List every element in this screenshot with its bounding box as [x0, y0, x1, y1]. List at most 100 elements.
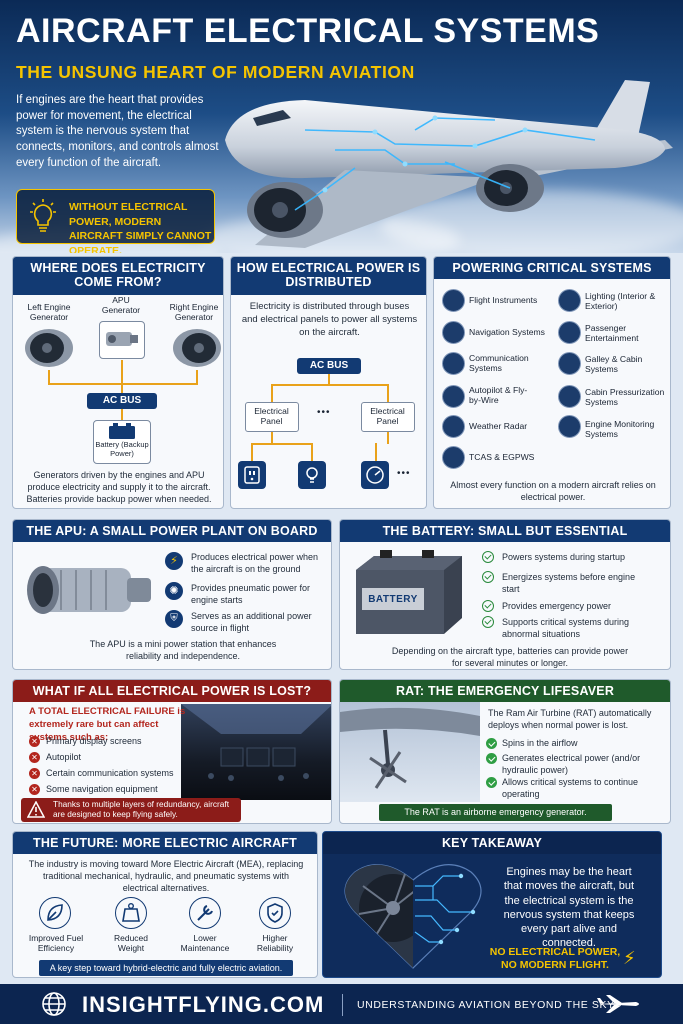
apu-point-1: Produces electrical power when the aircr… — [191, 552, 319, 575]
output-dots: ••• — [397, 468, 411, 479]
takeaway-body: Engines may be the heart that moves the … — [503, 866, 635, 950]
battery-caption: Depending on the aircraft type, batterie… — [391, 646, 629, 669]
check-icon — [482, 551, 494, 563]
system-communication: Communication Systems — [469, 353, 529, 374]
battery-point-4: Supports critical systems during abnorma… — [502, 617, 630, 640]
takeaway-panel: KEY TAKEAWAY Engines may be the heart th… — [322, 831, 662, 978]
power-loss-panel: WHAT IF ALL ELECTRICAL POWER IS LOST? A … — [12, 679, 332, 824]
x-icon: ✕ — [29, 736, 40, 747]
system-entertainment: Passenger Entertainment — [585, 323, 639, 344]
battery-illustration — [356, 550, 462, 634]
rat-panel: RAT: THE EMERGENCY LIFESAVER The Ram Air… — [339, 679, 671, 824]
battery-title: THE BATTERY: SMALL BUT ESSENTIAL — [340, 520, 670, 542]
battery-point-2: Energizes systems before engine start — [502, 572, 636, 595]
panel-dots: ••• — [317, 407, 331, 418]
where-electricity-panel: WHERE DOES ELECTRICITY COME FROM? Left E… — [12, 256, 224, 509]
brand-link[interactable]: INSIGHTFLYING.COM — [82, 992, 325, 1017]
rat-point-3: Allows critical systems to continue oper… — [502, 777, 639, 800]
lost-item-4: Some navigation equipment — [46, 784, 158, 794]
callout-box: WITHOUT ELECTRICAL POWER, MODERN AIRCRAF… — [16, 189, 215, 253]
left-engine-icon — [25, 329, 73, 367]
warning-icon — [27, 801, 45, 818]
cockpit-illustration — [181, 704, 331, 800]
distribution-body: Electricity is distributed through buses… — [241, 301, 418, 338]
battery-panel: THE BATTERY: SMALL BUT ESSENTIAL BATTERY… — [339, 519, 671, 670]
engine-monitoring-icon — [558, 415, 581, 438]
future-title: THE FUTURE: MORE ELECTRIC AIRCRAFT — [13, 832, 317, 854]
flight-instruments-icon — [442, 289, 465, 312]
apu-turbine-illustration — [27, 566, 151, 614]
pressurization-icon — [558, 385, 581, 408]
electrical-panel-left: Electrical Panel — [245, 402, 299, 432]
leaf-icon — [39, 897, 71, 929]
system-lighting: Lighting (Interior & Exterior) — [585, 291, 656, 312]
power-loss-lead-red: A TOTAL ELECTRICAL FAILURE — [29, 706, 175, 717]
where-caption: Generators driven by the engines and APU… — [26, 470, 212, 505]
x-icon: ✕ — [29, 768, 40, 779]
weather-radar-icon — [442, 415, 465, 438]
check-icon — [482, 616, 494, 628]
apu-label: APU Generator — [101, 295, 141, 315]
battery-point-1: Powers systems during startup — [502, 552, 626, 562]
lightning-icon: ⚡ — [165, 552, 183, 570]
apu-panel: THE APU: A SMALL POWER PLANT ON BOARD ⚡ … — [12, 519, 332, 670]
rat-body: The Ram Air Turbine (RAT) automatically … — [488, 708, 652, 731]
critical-caption: Almost every function on a modern aircra… — [450, 480, 656, 503]
right-engine-icon — [173, 329, 221, 367]
apu-point-3: Serves as an additional power source in … — [191, 611, 312, 634]
benefit-weight: Reduced Weight — [113, 933, 149, 953]
autopilot-icon — [442, 385, 465, 408]
communication-icon — [442, 352, 465, 375]
battery-label: Battery (Backup Power) — [95, 440, 149, 458]
check-icon — [482, 600, 494, 612]
lightbulb-icon — [30, 199, 56, 232]
future-panel: THE FUTURE: MORE ELECTRIC AIRCRAFT The i… — [12, 831, 318, 978]
critical-title: POWERING CRITICAL SYSTEMS — [434, 257, 670, 279]
fan-icon: ✺ — [165, 582, 183, 600]
battery-box-label: BATTERY — [368, 594, 418, 605]
apu-caption: The APU is a mini power station that enh… — [89, 639, 277, 662]
apu-generator-box — [99, 321, 145, 359]
battery-icon — [109, 423, 135, 439]
benefit-maintenance: Lower Maintenance — [180, 933, 230, 953]
distribution-panel: HOW ELECTRICAL POWER IS DISTRIBUTED Elec… — [230, 256, 427, 509]
apu-generator-icon — [106, 332, 138, 346]
takeaway-title: KEY TAKEAWAY — [323, 832, 661, 854]
check-icon — [486, 777, 497, 788]
weight-icon — [115, 897, 147, 929]
system-engine-monitoring: Engine Monitoring Systems — [585, 419, 655, 440]
battery-box: Battery (Backup Power) — [93, 420, 151, 464]
where-title: WHERE DOES ELECTRICITY COME FROM? — [13, 257, 223, 295]
power-loss-title: WHAT IF ALL ELECTRICAL POWER IS LOST? — [13, 680, 331, 702]
callout-text: WITHOUT ELECTRICAL POWER, MODERN AIRCRAF… — [69, 201, 212, 253]
system-autopilot: Autopilot & Fly-by-Wire — [469, 385, 528, 406]
light-bulb-icon — [298, 461, 326, 489]
rat-point-2: Generates electrical power (and/or hydra… — [502, 753, 641, 776]
entertainment-icon — [558, 321, 581, 344]
benefit-reliability: Higher Reliability — [256, 933, 294, 953]
intro-text: If engines are the heart that provides p… — [16, 94, 219, 169]
shield-icon: ⛨ — [165, 610, 183, 628]
rat-illustration — [340, 702, 480, 802]
takeaway-slogan: NO ELECTRICAL POWER, NO MODERN FLIGHT. — [489, 946, 621, 972]
system-tcas: TCAS & EGPWS — [469, 452, 535, 462]
system-pressurization: Cabin Pressurization Systems — [585, 387, 665, 408]
left-engine-label: Left Engine Generator — [27, 302, 71, 322]
apu-title: THE APU: A SMALL POWER PLANT ON BOARD — [13, 520, 331, 542]
wrench-icon — [189, 897, 221, 929]
page-subtitle: THE UNSUNG HEART OF MODERN AVIATION — [16, 62, 415, 82]
lost-item-1: Primary display screens — [46, 736, 142, 746]
ac-bus-label: AC BUS — [87, 393, 157, 409]
x-icon: ✕ — [29, 752, 40, 763]
outlet-icon — [238, 461, 266, 489]
heart-engine-illustration — [344, 864, 482, 969]
redundancy-note: Thanks to multiple layers of redundancy,… — [21, 798, 241, 822]
airplane-icon — [597, 995, 639, 1013]
tcas-icon — [442, 446, 465, 469]
shield-icon — [259, 897, 291, 929]
lightning-icon: ⚡ — [623, 948, 636, 968]
check-icon — [486, 753, 497, 764]
future-caption: A key step toward hybrid-electric and fu… — [39, 960, 293, 976]
electrical-panel-right: Electrical Panel — [361, 402, 415, 432]
benefit-fuel: Improved Fuel Efficiency — [28, 933, 84, 953]
